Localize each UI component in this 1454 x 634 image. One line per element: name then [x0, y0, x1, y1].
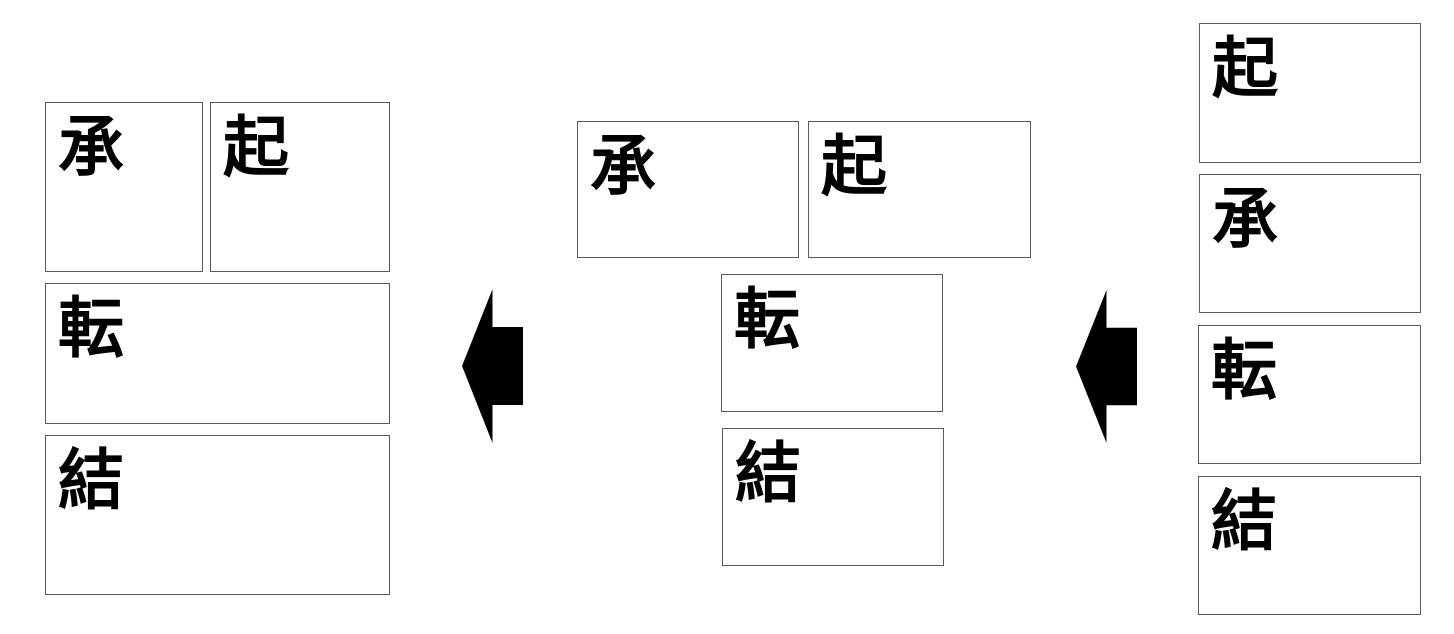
left-group-box-ketsu: 結 — [45, 435, 390, 595]
right-group-box-ki: 起 — [1199, 23, 1421, 163]
middle-group-box-ten: 転 — [721, 274, 943, 412]
right-group-box-ketsu: 結 — [1198, 476, 1421, 615]
middle-group-box-ki: 起 — [808, 121, 1031, 258]
left-group-box-ten: 転 — [45, 283, 390, 424]
right-group-box-shou: 承 — [1199, 174, 1421, 313]
left-group-box-ki: 起 — [210, 102, 390, 272]
left-block-arrow-icon — [1076, 290, 1137, 443]
middle-group-box-ketsu: 結 — [722, 428, 944, 566]
left-block-arrow-shape — [1076, 290, 1137, 443]
left-block-arrow-shape — [462, 289, 523, 443]
right-group-box-ten: 転 — [1198, 325, 1421, 464]
middle-group-box-shou: 承 — [577, 121, 799, 258]
left-block-arrow-icon — [462, 289, 523, 443]
left-group-box-shou: 承 — [45, 102, 203, 272]
